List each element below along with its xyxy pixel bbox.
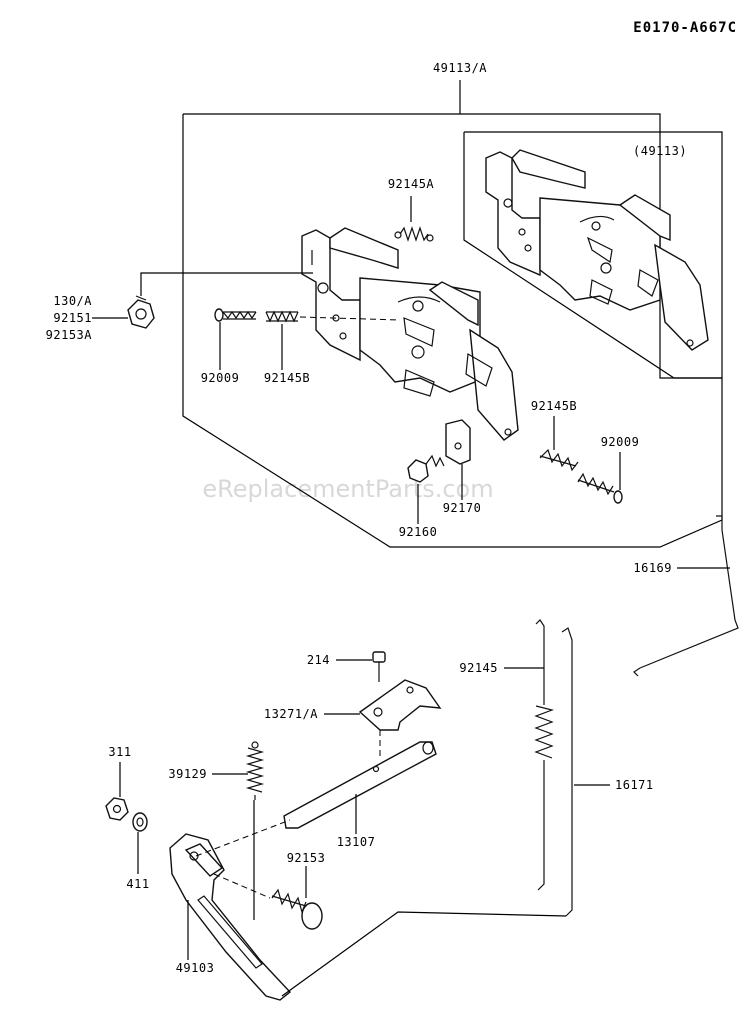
dash-bolt — [213, 873, 271, 899]
label-16171: 16171 — [615, 778, 654, 792]
label-92145: 92145 — [459, 661, 498, 675]
spring-92145B-right — [539, 448, 579, 472]
label-13107: 13107 — [337, 835, 376, 849]
dash-left-parts — [299, 316, 401, 321]
label-13271A: 13271/A — [264, 707, 318, 721]
label-49103: 49103 — [176, 961, 215, 975]
nut-311 — [105, 797, 129, 821]
screw-214 — [372, 651, 386, 682]
main-bracket-drawing — [301, 227, 519, 465]
spring-92145 — [534, 619, 555, 891]
spring-92145B-left — [265, 310, 299, 323]
label-92145B-left: 92145B — [264, 371, 310, 385]
washer-411 — [132, 812, 148, 832]
label-92009-right: 92009 — [601, 435, 640, 449]
screw-92160 — [407, 454, 445, 483]
label-92009-left: 92009 — [201, 371, 240, 385]
label-130A: 130/A — [53, 294, 92, 308]
label-39129: 39129 — [168, 767, 207, 781]
shaft-13107 — [283, 741, 437, 829]
inset-box — [463, 131, 723, 379]
label-16169: 16169 — [633, 561, 672, 575]
label-92170: 92170 — [443, 501, 482, 515]
screw-92009-right — [577, 472, 623, 504]
spring-39129 — [245, 741, 265, 800]
label-92145B-right: 92145B — [531, 399, 577, 413]
plate-13271A — [358, 679, 442, 731]
label-92153: 92153 — [287, 851, 326, 865]
screw-92009-left — [214, 308, 257, 322]
label-49113-A: 49113/A — [433, 61, 487, 75]
diagram-code: E0170-A667C — [633, 20, 737, 36]
bolt-92153 — [271, 888, 323, 930]
lever-49103 — [169, 833, 292, 1001]
rod-16171 — [561, 627, 573, 917]
link-lever-rod — [281, 911, 567, 997]
bolt-130A — [127, 295, 155, 329]
label-92153A: 92153A — [46, 328, 93, 342]
leader-130A — [140, 272, 313, 296]
dash-lever-shaft — [195, 819, 291, 857]
label-214: 214 — [307, 653, 330, 667]
label-92151: 92151 — [53, 311, 92, 325]
spring-92145A — [394, 226, 434, 242]
label-49113-inset: (49113) — [633, 144, 687, 158]
label-411: 411 — [126, 877, 149, 891]
label-92145A: 92145A — [388, 177, 435, 191]
rod-16169 — [633, 515, 739, 677]
label-92160: 92160 — [399, 525, 438, 539]
inset-bracket-drawing — [485, 149, 709, 351]
watermark: eReplacementParts.com — [202, 475, 493, 503]
label-311: 311 — [108, 745, 131, 759]
